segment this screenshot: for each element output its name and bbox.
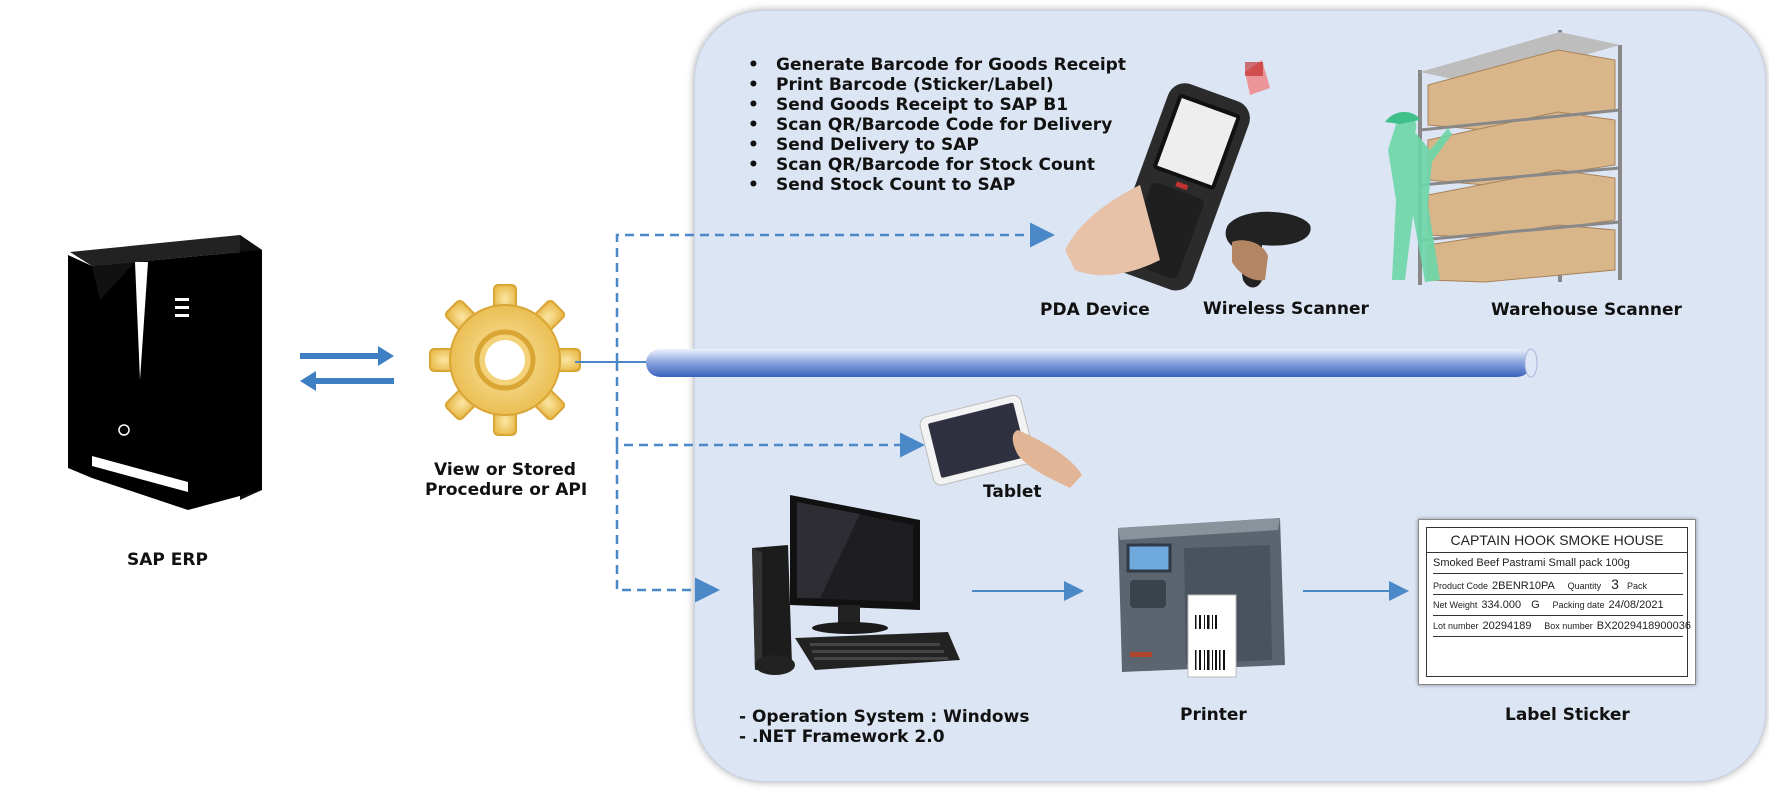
- pc-spec-label: - Operation System : Windows - .NET Fram…: [739, 707, 1029, 747]
- feature-item: Send Goods Receipt to SAP B1: [748, 95, 1126, 115]
- sticker-quantity: 3: [1611, 576, 1619, 592]
- label-sticker-label: Label Sticker: [1505, 705, 1630, 725]
- middleware-label-line2: Procedure or API: [425, 480, 588, 500]
- sticker-box-label: Box number: [1544, 621, 1593, 631]
- feature-item: Generate Barcode for Goods Receipt: [748, 55, 1126, 75]
- connector-to-pc: [615, 445, 720, 603]
- label-sticker: CAPTAIN HOOK SMOKE HOUSE Smoked Beef Pas…: [1418, 519, 1696, 685]
- middleware-label: View or Stored Procedure or API: [425, 460, 588, 500]
- sticker-lot: 20294189: [1482, 620, 1532, 632]
- pc-spec-framework: - .NET Framework 2.0: [739, 727, 945, 747]
- feature-item: Scan QR/Barcode Code for Delivery: [748, 115, 1126, 135]
- pda-device-icon: [1065, 60, 1270, 291]
- sticker-packing-date-label: Packing date: [1552, 600, 1605, 610]
- feature-item: Send Delivery to SAP: [748, 135, 1126, 155]
- sticker-product-row: Smoked Beef Pastrami Small pack 100g: [1433, 553, 1683, 574]
- pc-spec-os: - Operation System : Windows: [739, 707, 1030, 727]
- sticker-title: CAPTAIN HOOK SMOKE HOUSE: [1427, 528, 1687, 553]
- sticker-net-weight-label: Net Weight: [1433, 600, 1478, 610]
- sync-arrows-icon: [300, 346, 394, 391]
- sticker-quantity-unit: Pack: [1626, 581, 1647, 591]
- sticker-net-weight: 334.000: [1481, 599, 1522, 611]
- warehouse-scanner-icon: [1385, 30, 1622, 285]
- network-bus: [646, 348, 1538, 378]
- sticker-box: BX2029418900036: [1596, 620, 1692, 632]
- sap-erp-label: SAP ERP: [127, 550, 208, 570]
- server-icon: [68, 235, 262, 510]
- sticker-product-name: Smoked Beef Pastrami Small pack 100g: [1433, 557, 1630, 569]
- feature-list: Generate Barcode for Goods Receipt Print…: [748, 55, 1126, 195]
- tablet-label: Tablet: [983, 482, 1042, 502]
- sticker-product-code: 2BENR10PA: [1492, 580, 1555, 592]
- tablet-icon: [919, 394, 1082, 488]
- gear-icon: [429, 284, 581, 436]
- sticker-packing-date: 24/08/2021: [1608, 599, 1664, 611]
- feature-item: Print Barcode (Sticker/Label): [748, 75, 1126, 95]
- printer-label: Printer: [1180, 705, 1247, 725]
- sticker-product-code-label: Product Code: [1433, 581, 1489, 591]
- wireless-scanner-label: Wireless Scanner: [1203, 299, 1369, 319]
- printer-icon: [1118, 518, 1285, 678]
- middleware-label-line1: View or Stored: [434, 460, 576, 480]
- desktop-pc-icon: [752, 495, 960, 675]
- sticker-lot-label: Lot number: [1433, 621, 1479, 631]
- connector-to-pda: [615, 222, 1055, 362]
- feature-item: Send Stock Count to SAP: [748, 175, 1126, 195]
- feature-item: Scan QR/Barcode for Stock Count: [748, 155, 1126, 175]
- sticker-net-weight-unit: G: [1531, 599, 1540, 611]
- sticker-quantity-label: Quantity: [1567, 581, 1602, 591]
- pda-label: PDA Device: [1040, 300, 1150, 320]
- wireless-scanner-icon: [1225, 211, 1311, 288]
- warehouse-scanner-label: Warehouse Scanner: [1491, 300, 1682, 320]
